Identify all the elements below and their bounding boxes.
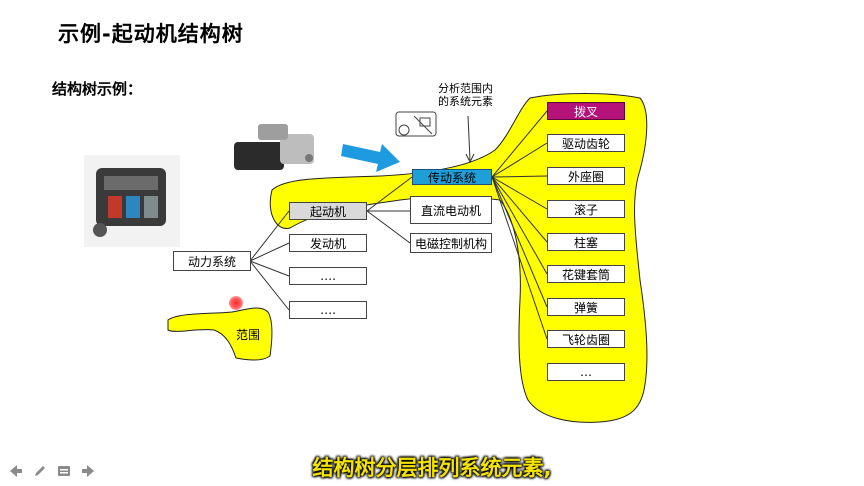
tree-node-outer-race: 外座圈 <box>547 167 625 185</box>
tree-node-starter: 起动机 <box>289 202 367 220</box>
tree-node-fork: 拨叉 <box>547 102 625 120</box>
arrow-icon <box>341 144 400 172</box>
tree-node-solenoid: 电磁控制机构 <box>410 233 492 253</box>
tree-node-drive-gear: 驱动齿轮 <box>547 134 625 152</box>
pen-icon[interactable] <box>32 463 48 479</box>
prev-arrow-icon[interactable] <box>8 463 24 479</box>
tree-node-root: 动力系统 <box>173 251 251 271</box>
scope-legend-region <box>167 307 273 361</box>
tree-node-spline-sleeve: 花键套筒 <box>547 265 625 283</box>
menu-icon[interactable] <box>56 463 72 479</box>
laser-pointer <box>229 296 243 310</box>
root-connectors <box>249 110 548 340</box>
starter-sketch-image <box>395 111 437 137</box>
scope-note-line2: 的系统元素 <box>438 95 493 108</box>
tree-node-dc-motor: 直流电动机 <box>410 196 492 224</box>
tree-node-engine: 发动机 <box>289 234 367 252</box>
tree-node-ellipsis-3: … <box>547 363 625 381</box>
video-subtitle: 结构树分层排列系统元素, <box>312 456 552 480</box>
engine-image <box>84 155 180 247</box>
starter-motor-image <box>234 124 314 170</box>
scope-legend-label: 范围 <box>236 328 261 342</box>
tree-node-spring: 弹簧 <box>547 298 625 316</box>
page-title: 示例-起动机结构树 <box>58 22 244 46</box>
tree-node-flywheel-ring: 飞轮齿圈 <box>547 330 625 348</box>
scope-note: 分析范围内 的系统元素 <box>438 82 493 108</box>
tree-node-plunger: 柱塞 <box>547 233 625 251</box>
tree-node-transmission: 传动系统 <box>412 169 492 185</box>
next-arrow-icon[interactable] <box>80 463 96 479</box>
tree-node-ellipsis-1: …. <box>289 267 367 285</box>
section-subtitle: 结构树示例： <box>52 80 143 98</box>
scope-note-line1: 分析范围内 <box>438 82 493 95</box>
tree-node-roller: 滚子 <box>547 200 625 218</box>
tree-node-ellipsis-2: …. <box>289 301 367 319</box>
